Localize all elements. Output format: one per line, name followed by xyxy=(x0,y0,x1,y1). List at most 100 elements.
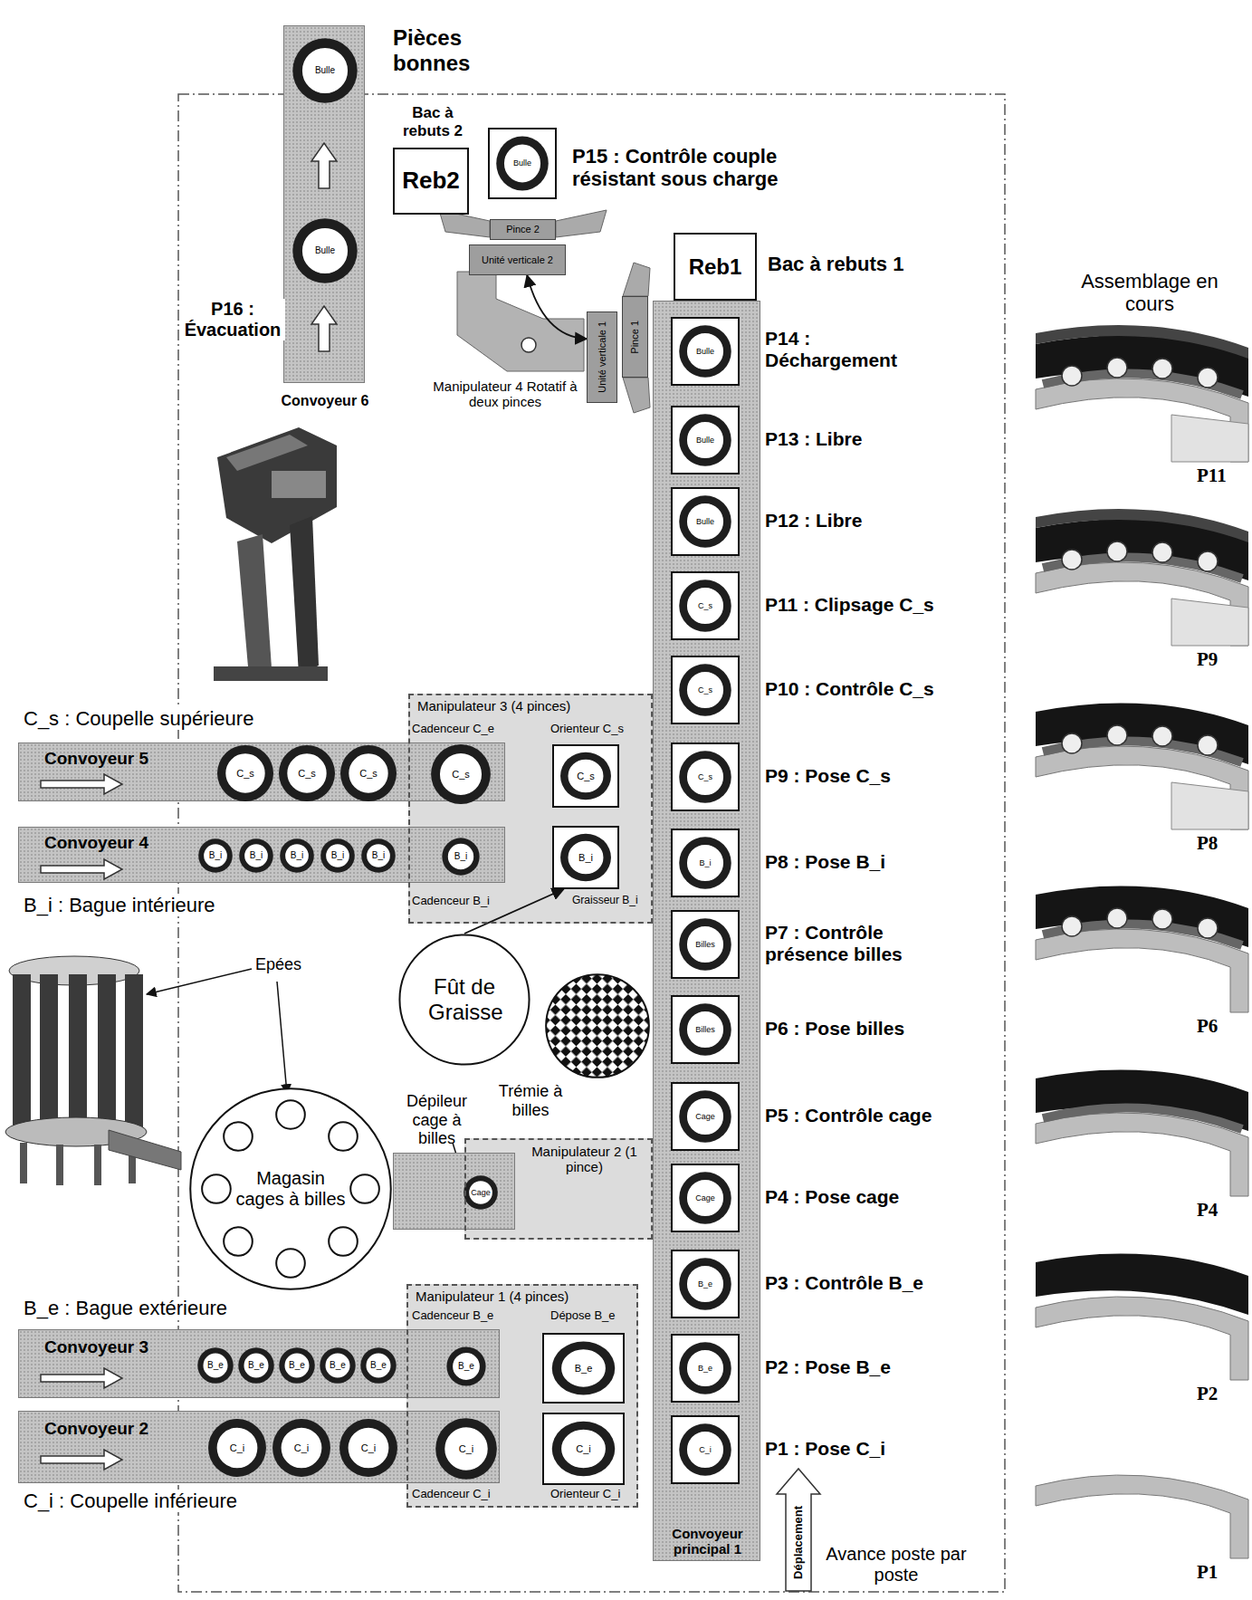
node-text: C_i xyxy=(294,1442,310,1454)
ring-inner xyxy=(567,758,604,794)
node-text: B_e xyxy=(697,1279,713,1289)
label-text: P1 xyxy=(1196,1560,1218,1583)
text-holder: B_i xyxy=(278,837,316,874)
part-circle: C_s xyxy=(429,742,493,806)
text-holder: C_i xyxy=(544,1414,623,1483)
text-holder: B_e xyxy=(318,1346,357,1385)
text-holder: Cage xyxy=(462,1174,499,1211)
assembly-section xyxy=(1035,885,1249,1013)
ring-outer xyxy=(496,136,549,192)
node-text: Manipulateur 3 (4 pinces) xyxy=(417,697,571,714)
label-text: P4 xyxy=(1196,1198,1218,1221)
text-holder: C_s xyxy=(672,657,738,723)
ring-inner xyxy=(686,757,725,796)
label-text: P5 : Contrôle cage xyxy=(764,1104,974,1127)
ring-inner xyxy=(686,502,725,541)
label-text: P11 xyxy=(1196,464,1227,487)
ring-inner xyxy=(365,1352,392,1379)
station-box: Bulle xyxy=(487,127,557,200)
ring-inner xyxy=(503,143,542,183)
text-holder: B_i xyxy=(554,827,618,888)
node-text: C_s xyxy=(297,767,316,780)
text-holder: C_i xyxy=(270,1416,333,1479)
node-text: Convoyeur 6 xyxy=(270,392,380,410)
station-box: Billes xyxy=(670,994,740,1064)
ring-outer xyxy=(678,1341,732,1395)
station-box: C_s xyxy=(670,571,740,641)
label-text: Orienteur C_i xyxy=(550,1487,621,1501)
conveyor-band: Dépileur cage à billesCage xyxy=(392,1152,516,1230)
part-circle: C_s xyxy=(277,743,337,803)
ring-inner xyxy=(447,842,475,870)
circle-outline xyxy=(190,1088,391,1289)
text-holder: C_i xyxy=(433,1415,499,1482)
ring-inner xyxy=(348,753,390,794)
node-text: C_s xyxy=(697,772,713,782)
node-text: B_e xyxy=(370,1359,387,1371)
ring-outer xyxy=(678,1089,732,1143)
part-circle: C_i xyxy=(433,1415,499,1482)
text-holder: B_i xyxy=(319,837,356,874)
node-text: Pince 1 xyxy=(629,320,641,354)
text-holder: C_s xyxy=(672,744,738,810)
ring-outer xyxy=(361,838,396,873)
node-text: B_i xyxy=(372,850,385,861)
node-text: C_s xyxy=(697,685,713,695)
ring-inner xyxy=(301,47,349,95)
text-holder: Unité verticale 2 xyxy=(469,245,565,275)
node-text: C_i xyxy=(698,1444,712,1454)
ring-inner xyxy=(324,1352,352,1379)
station-box: Bulle xyxy=(670,405,740,475)
text-holder: B_e xyxy=(445,1345,488,1387)
node-text: Unité verticale 1 xyxy=(596,321,609,393)
label-text: P9 : Pose C_s xyxy=(764,764,974,787)
label-text: Pièces bonnes xyxy=(392,25,493,76)
ring-inner xyxy=(686,843,725,882)
station-box: B_i xyxy=(552,825,620,889)
station-box: Billes xyxy=(670,909,740,979)
part-circle: B_e xyxy=(277,1346,316,1385)
ring-outer xyxy=(560,752,612,801)
reject-bin: Reb1Bac à rebuts 1 xyxy=(673,232,757,301)
ring-inner xyxy=(560,1348,606,1388)
text-holder: Bulle xyxy=(672,407,738,473)
round-tank: Fût de Graisse xyxy=(398,933,531,1066)
text-holder: Reb2 xyxy=(394,149,468,213)
node-text: Convoyeur 2 xyxy=(44,1418,149,1439)
part-circle: B_e xyxy=(237,1346,276,1385)
assembly-section xyxy=(1035,1252,1249,1380)
text-holder xyxy=(544,973,650,1079)
text-holder: Magasin cages à billes xyxy=(188,1086,393,1291)
gripper-box: Unité verticale 1 xyxy=(586,311,618,403)
text-holder: Bulle xyxy=(290,216,360,286)
station-box: Cage xyxy=(670,1081,740,1151)
node-text: B_e xyxy=(248,1359,265,1371)
node-text: Cage xyxy=(695,1111,716,1121)
sword-slot xyxy=(201,1174,231,1204)
text-holder: C_s xyxy=(429,742,493,806)
ring-inner xyxy=(301,227,349,275)
label-text: P6 : Pose billes xyxy=(764,1017,974,1040)
sword-slot xyxy=(328,1121,358,1151)
node-text: B_i xyxy=(454,850,468,862)
ring-outer xyxy=(441,837,479,875)
text-holder: C_i xyxy=(206,1416,268,1479)
sword-slot xyxy=(328,1226,358,1256)
label-text: Dépose B_e xyxy=(550,1309,616,1323)
ring-inner xyxy=(686,1097,725,1136)
text-holder: B_i xyxy=(360,837,397,874)
ring-inner xyxy=(439,752,483,796)
part-circle: B_e xyxy=(196,1346,235,1385)
label-text: B_e : Bague extérieure xyxy=(21,1296,230,1319)
text-holder: Pince 1 xyxy=(622,296,648,377)
ring-outer xyxy=(320,838,355,873)
node-text: Fût de Graisse xyxy=(428,974,501,1024)
text-holder: Billes xyxy=(672,996,738,1062)
ring-outer xyxy=(678,836,732,889)
part-circle: Cage xyxy=(462,1174,499,1211)
ring-inner xyxy=(686,670,725,709)
sword-slot xyxy=(223,1121,253,1151)
node-text: C_i xyxy=(458,1443,475,1455)
label-text: Orienteur C_s xyxy=(550,722,624,736)
circle-outline xyxy=(399,934,529,1064)
